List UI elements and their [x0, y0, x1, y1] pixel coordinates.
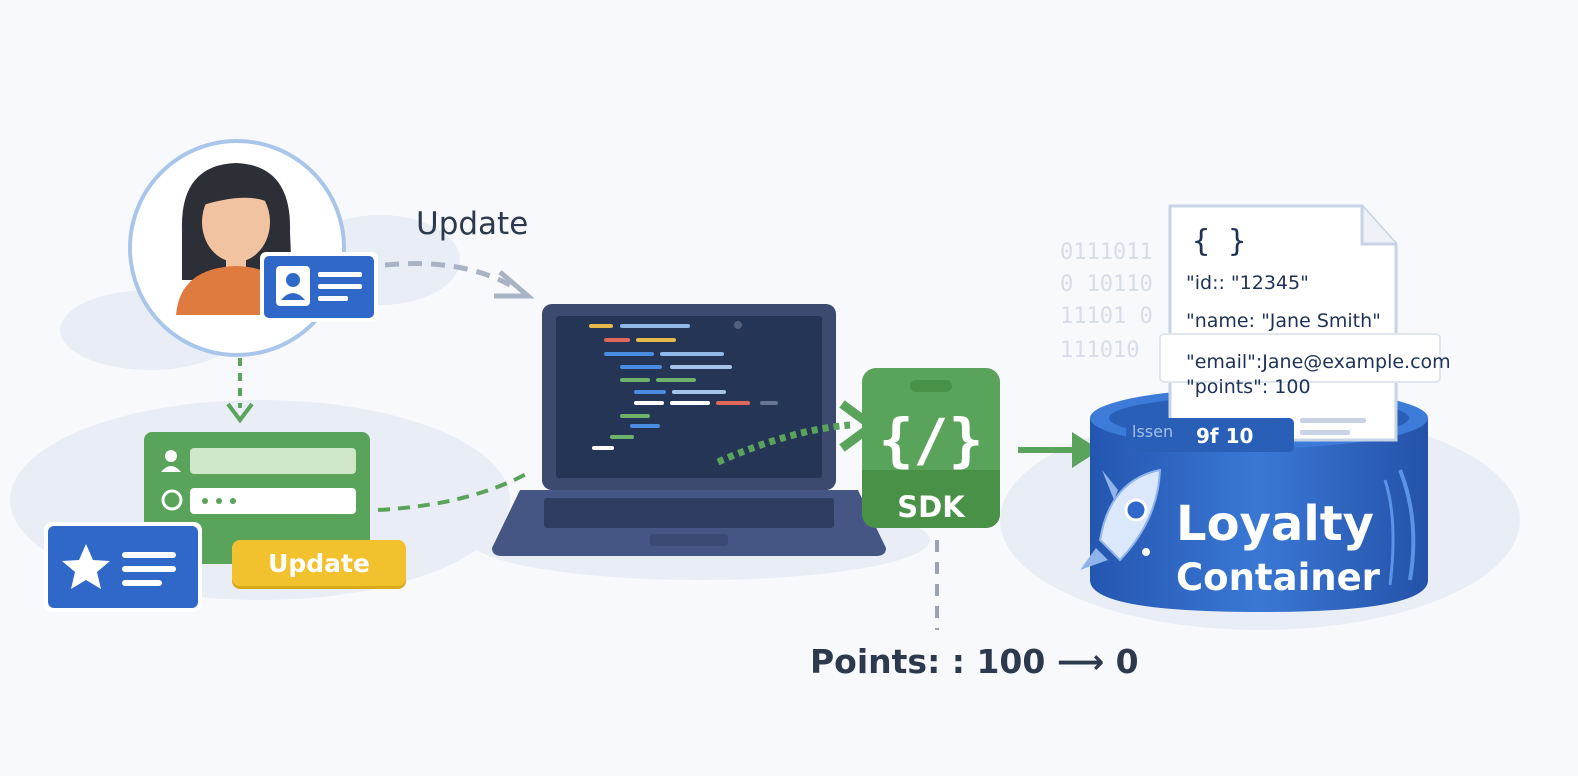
loyalty-container-title: Loyalty — [1176, 496, 1374, 552]
code-lines — [589, 324, 778, 450]
container-tag-text: 9f 10 — [1196, 424, 1254, 448]
update-button[interactable]: Update — [232, 540, 406, 586]
json-line-name: "name: "Jane Smith" — [1186, 310, 1381, 332]
star-card-icon — [44, 522, 202, 612]
binary-row: 11101 0 — [1060, 304, 1153, 329]
json-line-email: "email":Jane@example.com — [1186, 351, 1451, 373]
update-arrow — [384, 261, 535, 299]
json-document-icon — [1159, 204, 1441, 442]
rocket-icon — [1080, 468, 1162, 570]
form-to-laptop-arrow — [377, 470, 531, 512]
points-label: Points: : 100 ⟶ 0 — [810, 642, 1139, 681]
update-arrow-label: Update — [416, 206, 529, 242]
laptop-icon — [492, 304, 886, 556]
loyalty-container-subtitle: Container — [1176, 556, 1380, 599]
sdk-to-container-arrow — [1018, 432, 1100, 468]
sdk-label: SDK — [897, 490, 965, 524]
container-tag-faint-text: lssen — [1132, 422, 1174, 441]
sdk-code-icon — [862, 368, 1000, 528]
binary-row: 0 10110 — [1060, 272, 1153, 297]
user-avatar-icon — [128, 139, 346, 357]
binary-row: 111010 — [1060, 338, 1140, 363]
json-line-id: "id:: "12345" — [1186, 272, 1309, 294]
binary-row: 0111011 — [1060, 240, 1153, 265]
sdk-braces: {/} — [878, 406, 984, 474]
json-line-points: "points": 100 — [1186, 376, 1311, 398]
json-brace: { } — [1192, 224, 1247, 259]
id-card-icon — [260, 252, 378, 322]
container-tag — [1126, 418, 1294, 452]
down-arrow — [226, 358, 254, 424]
